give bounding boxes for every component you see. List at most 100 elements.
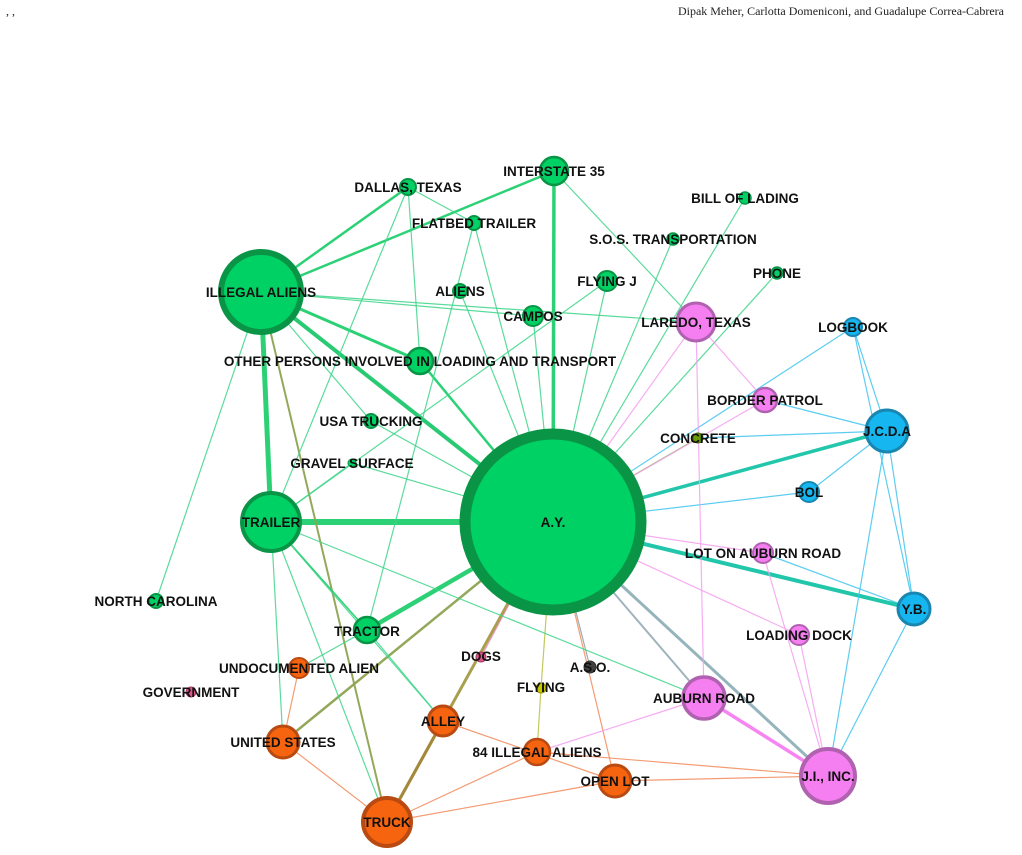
node-truck[interactable] [361, 796, 413, 848]
node-open-lot[interactable] [597, 763, 633, 799]
node-undocumented[interactable] [288, 657, 310, 679]
node-government[interactable] [185, 686, 197, 698]
node-label-campos: CAMPOS [503, 309, 562, 324]
edge-trailer-auburn_road [270, 521, 705, 699]
node-label-concrete: CONCRETE [660, 431, 736, 446]
node-label-other-persons: OTHER PERSONS INVOLVED IN LOADING AND TR… [224, 354, 617, 369]
node-bol[interactable] [798, 481, 820, 503]
edge-lot_auburn-ji_inc [762, 552, 829, 777]
edge-tractor-alley [366, 629, 444, 722]
node-illegal-aliens[interactable] [218, 249, 304, 335]
edge-yb-logbook [852, 326, 915, 610]
edge-illegal_aliens-north_carolina [155, 291, 262, 602]
edge-yb-ji_inc [827, 608, 915, 777]
edge-truck-open_lot [386, 780, 616, 823]
edge-interstate35-laredo [553, 170, 697, 323]
edge-illegal84-ji_inc [536, 751, 829, 777]
node-campos[interactable] [522, 305, 544, 327]
node-layer [148, 155, 932, 848]
node-sos[interactable] [666, 232, 680, 246]
edge-yb-lot_auburn [762, 552, 915, 610]
node-bill-of-lading[interactable] [738, 191, 752, 205]
node-jcda[interactable] [864, 408, 910, 454]
node-label-bol: BOL [795, 485, 824, 500]
node-label-illegal84: 84 ILLEGAL ALIENS [472, 745, 601, 760]
label-layer: A.Y. ILLEGAL ALIENS TRAILER INTERSTATE 35 DA… [95, 164, 927, 830]
edge-jcda-concrete [697, 430, 888, 439]
node-trailer[interactable] [240, 491, 302, 553]
edge-trailer-united_states [270, 521, 284, 743]
node-ji-inc[interactable] [799, 747, 857, 805]
edge-truck-illegal84 [386, 751, 538, 823]
node-lot-auburn[interactable] [752, 542, 774, 564]
node-label-phone: PHONE [753, 266, 801, 281]
node-label-government: GOVERNMENT [143, 685, 241, 700]
node-label-usa-trucking: USA TRUCKING [320, 414, 423, 429]
node-label-trailer: TRAILER [242, 515, 301, 530]
node-label-flying: FLYING [517, 680, 565, 695]
node-ay[interactable] [459, 428, 647, 616]
running-header-authors: Dipak Meher, Carlotta Domeniconi, and Gu… [677, 4, 1004, 18]
node-label-auburn-road: AUBURN ROAD [653, 691, 755, 706]
edge-dallas-flatbed [407, 186, 475, 224]
edge-open_lot-ji_inc [614, 775, 829, 782]
node-label-undocumented: UNDOCUMENTED ALIEN [219, 661, 379, 676]
node-interstate35[interactable] [538, 155, 570, 187]
node-label-logbook: LOGBOOK [818, 320, 888, 335]
node-label-jcda: J.C.D.A [863, 424, 911, 439]
node-tractor[interactable] [352, 615, 382, 645]
node-flying-j[interactable] [596, 270, 618, 292]
node-label-sos: S.O.S. TRANSPORTATION [589, 232, 757, 247]
node-label-truck: TRUCK [363, 815, 410, 830]
node-north-carolina[interactable] [148, 593, 164, 609]
node-dallas[interactable] [399, 178, 417, 196]
node-concrete[interactable] [692, 432, 704, 444]
node-label-aso: A.S.O. [570, 660, 611, 675]
node-dogs[interactable] [475, 651, 487, 663]
node-laredo[interactable] [675, 301, 717, 343]
node-label-dallas: DALLAS, TEXAS [354, 180, 461, 195]
edge-jcda-ji_inc [827, 430, 888, 777]
node-label-open-lot: OPEN LOT [580, 774, 650, 789]
node-border-patrol[interactable] [751, 386, 779, 414]
node-alley[interactable] [426, 704, 460, 738]
node-label-lot-auburn: LOT ON AUBURN ROAD [685, 546, 841, 561]
edge-laredo-auburn_road [695, 321, 705, 699]
node-label-illegal-aliens: ILLEGAL ALIENS [206, 285, 316, 300]
node-other-persons[interactable] [405, 346, 435, 376]
edge-illegal_aliens-interstate35 [260, 169, 555, 294]
node-label-ji-inc: J.I., INC. [801, 769, 854, 784]
edge-jcda-yb [886, 430, 915, 610]
edge-illegal_aliens-truck [260, 291, 388, 823]
node-aso[interactable] [583, 660, 597, 674]
node-flying[interactable] [535, 682, 547, 694]
node-illegal84[interactable] [522, 737, 552, 767]
node-loading-dock[interactable] [788, 624, 810, 646]
node-flatbed[interactable] [466, 215, 482, 231]
node-auburn-road[interactable] [681, 675, 727, 721]
node-aliens[interactable] [452, 283, 468, 299]
node-label-alley: ALLEY [421, 714, 465, 729]
node-label-flatbed: FLATBED TRAILER [412, 216, 536, 231]
node-yb[interactable] [896, 591, 932, 627]
node-label-laredo: LAREDO, TEXAS [641, 315, 751, 330]
node-label-yb: Y.B. [902, 602, 927, 617]
edge-trailer-truck [270, 521, 388, 823]
node-logbook[interactable] [843, 317, 863, 337]
node-united-states[interactable] [265, 724, 301, 760]
edge-illegal_aliens-laredo [260, 291, 697, 323]
node-label-gravel: GRAVEL SURFACE [290, 456, 413, 471]
edge-illegal_aliens-campos [260, 291, 534, 317]
node-label-united-states: UNITED STATES [230, 735, 335, 750]
edge-auburn_road-illegal84 [536, 697, 705, 753]
node-label-border-patrol: BORDER PATROL [707, 393, 823, 408]
node-label-bill-of-lading: BILL OF LADING [691, 191, 799, 206]
node-label-interstate35: INTERSTATE 35 [503, 164, 605, 179]
node-label-ay: A.Y. [541, 515, 566, 530]
node-label-aliens: ALIENS [435, 284, 485, 299]
node-label-loading-dock: LOADING DOCK [746, 628, 852, 643]
node-gravel[interactable] [347, 458, 357, 468]
node-phone[interactable] [770, 266, 784, 280]
node-usa-trucking[interactable] [363, 413, 379, 429]
